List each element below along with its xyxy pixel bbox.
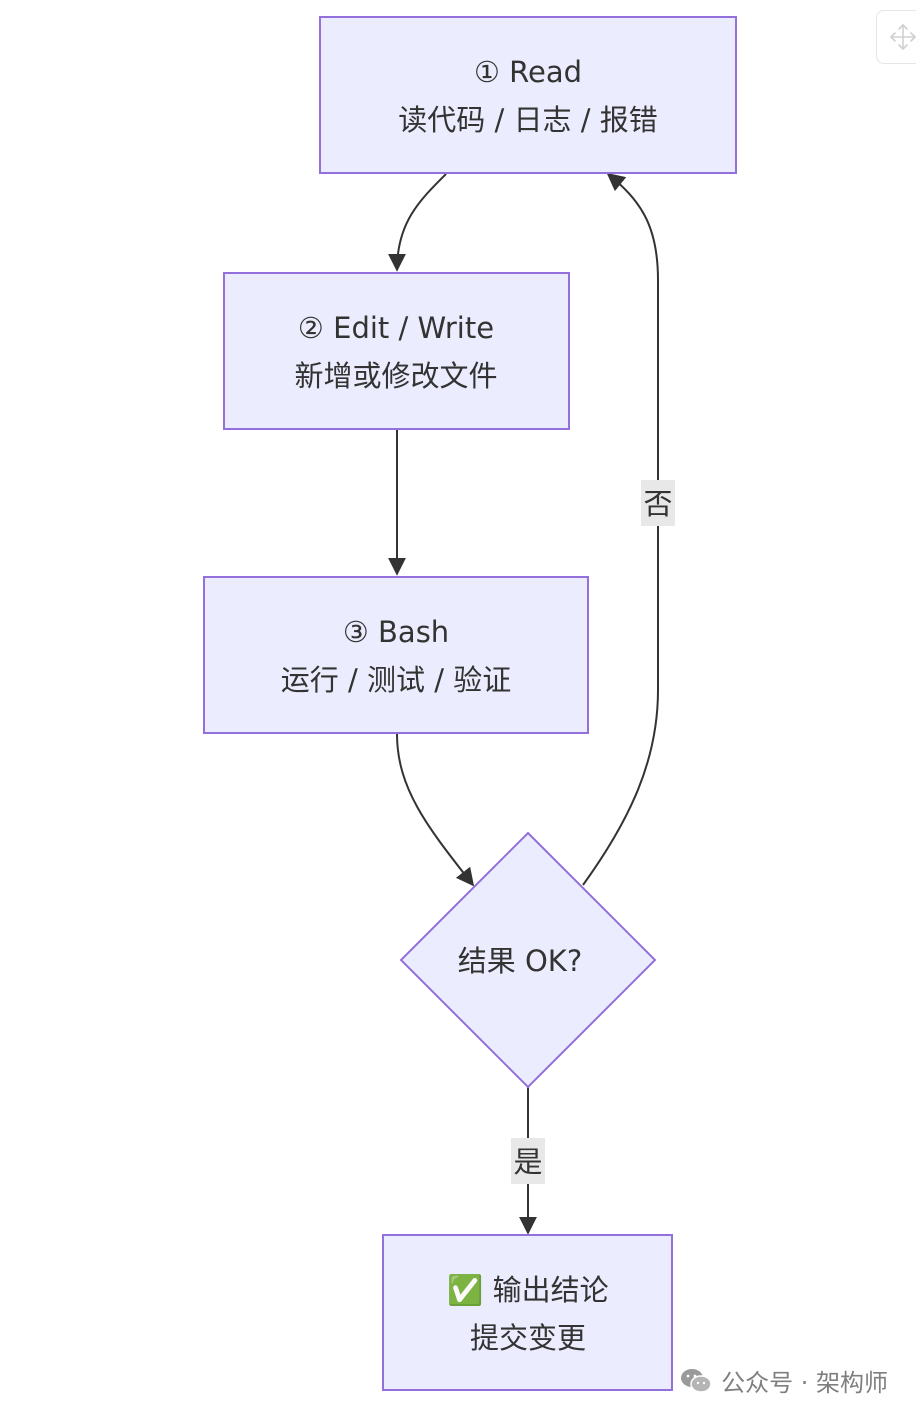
node-edit-subtitle: 新增或修改文件 — [294, 359, 497, 393]
edge-decision-to-read — [582, 172, 659, 886]
node-edit-title: ② Edit / Write — [298, 311, 494, 345]
node-output[interactable]: ✅ 输出结论 提交变更 — [382, 1234, 673, 1391]
node-output-title: ✅ 输出结论 — [447, 1273, 608, 1307]
fullscreen-button[interactable] — [876, 10, 916, 64]
node-bash[interactable]: ③ Bash 运行 / 测试 / 验证 — [203, 576, 589, 734]
node-read[interactable]: ① Read 读代码 / 日志 / 报错 — [319, 16, 737, 174]
node-edit[interactable]: ② Edit / Write 新增或修改文件 — [223, 272, 570, 430]
edge-label-yes-text: 是 — [513, 1145, 542, 1179]
edge-label-no: 否 — [641, 480, 675, 526]
edge-label-yes: 是 — [511, 1138, 545, 1184]
edge-label-no-text: 否 — [643, 487, 672, 521]
node-output-subtitle: 提交变更 — [470, 1321, 586, 1355]
edge-read-to-edit — [388, 173, 447, 272]
watermark-text: 公众号 · 架构师 — [721, 1369, 888, 1397]
node-bash-subtitle: 运行 / 测试 / 验证 — [281, 663, 511, 697]
wechat-icon — [681, 1368, 712, 1393]
node-read-title: ① Read — [474, 55, 582, 89]
node-bash-title: ③ Bash — [343, 615, 449, 649]
node-read-subtitle: 读代码 / 日志 / 报错 — [398, 103, 657, 137]
edge-bash-to-decision — [396, 733, 475, 887]
node-decision-label: 结果 OK? — [458, 944, 582, 978]
node-decision[interactable]: 结果 OK? — [399, 831, 657, 1089]
watermark: 公众号 · 架构师 — [679, 1363, 888, 1398]
move-arrows-icon — [890, 24, 916, 50]
